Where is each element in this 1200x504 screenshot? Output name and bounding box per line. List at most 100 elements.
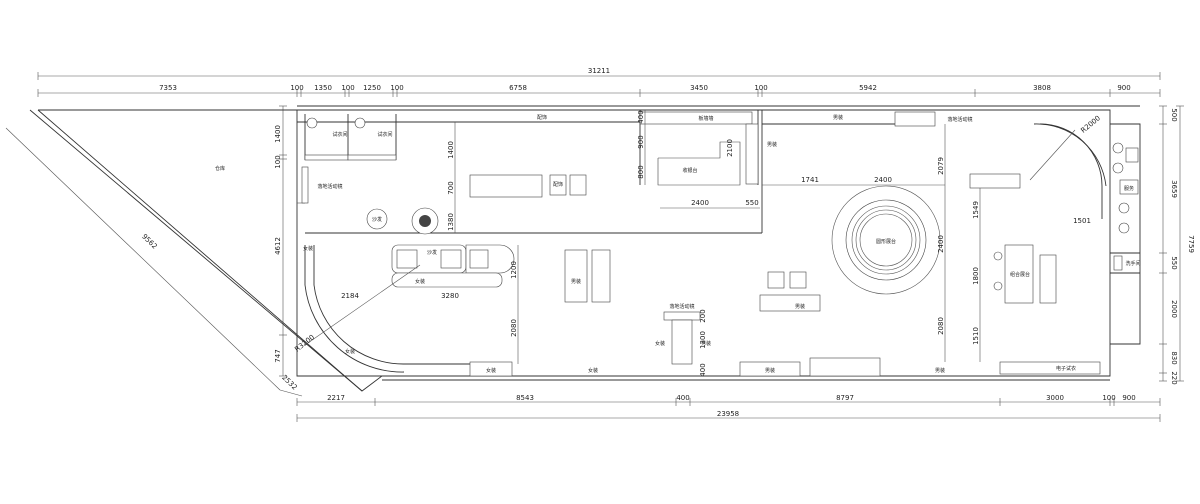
- interior-dimensions: 1400 700 1380 1200 2080 400 900 800 2100…: [293, 110, 1102, 377]
- display-table-2: [591, 249, 611, 303]
- toilet-icon: [1113, 255, 1123, 271]
- sofa-label: 沙发: [372, 216, 382, 223]
- left-dimension-segments: 1400 100 4612 747: [274, 105, 287, 377]
- bottom-dimension-total: 23958: [296, 410, 1161, 422]
- dim-top-0: 7353: [159, 84, 177, 92]
- dim-top-9: 5942: [859, 84, 877, 92]
- dim-int-2400b: 2400: [874, 176, 892, 184]
- accessory-table: [469, 174, 543, 198]
- dim-int-2080b: 2080: [937, 317, 945, 335]
- round-display: 圆形展台: [831, 185, 941, 295]
- dim-right-4: 830: [1170, 351, 1178, 364]
- fitting-room-1: 试衣间: [304, 117, 349, 161]
- dim-top-5: 100: [390, 84, 403, 92]
- top-dimension-segments: 7353 100 1350 100 1250 100 6758 3450 100…: [37, 84, 1161, 97]
- diagonal-dimensions: 9562 2532: [5, 127, 303, 397]
- dim-int-2184: 2184: [341, 292, 359, 300]
- menswear-label-e: 男装: [701, 340, 711, 347]
- dim-top-6: 6758: [509, 84, 527, 92]
- elec-cabinet: [999, 361, 1101, 375]
- dim-left-2: 4612: [274, 237, 282, 255]
- cashier-desk: 板墙墙 收银台: [639, 111, 753, 186]
- dim-left-3: 747: [274, 349, 282, 362]
- guide-line-2: [1029, 129, 1076, 181]
- menswear-table: [759, 294, 821, 312]
- dim-int-1200: 1200: [510, 261, 518, 279]
- accessory-stand-1: [549, 174, 567, 196]
- dim-top-7: 3450: [690, 84, 708, 92]
- sofa-chair-label: 沙发: [427, 249, 437, 256]
- dim-top-8: 100: [754, 84, 767, 92]
- combo-table: [1004, 244, 1034, 304]
- cabinet-bottom-2: [739, 361, 801, 377]
- dim-left-0: 1400: [274, 125, 282, 143]
- womenswear-label-f: 女装: [588, 367, 598, 374]
- fitting-room-2-label: 试衣间: [377, 131, 392, 138]
- mirror-center: 落地活动镜 女装 男装: [655, 303, 711, 365]
- menswear-label-d: 男装: [795, 303, 805, 310]
- lounge-label: 服务: [1124, 185, 1134, 192]
- dim-int-1501: 1501: [1073, 217, 1091, 225]
- dim-int-800: 800: [637, 165, 645, 178]
- combo-table-label: 组合展台: [1010, 271, 1030, 278]
- dim-right-total: 7759: [1187, 235, 1195, 253]
- fixture-circle-4: [1118, 222, 1130, 234]
- fitting-room-1-label: 试衣间: [332, 131, 347, 138]
- dim-int-2400a: 2400: [691, 199, 709, 207]
- mirror-left-label: 落地活动镜: [317, 183, 342, 190]
- stool-round-1: [993, 251, 1003, 261]
- top-dimension-total: 31211: [37, 67, 1161, 80]
- dim-int-400: 400: [637, 110, 645, 123]
- dim-int-2080a: 2080: [510, 319, 518, 337]
- dim-int-2100: 2100: [726, 139, 734, 157]
- dim-right-1: 3659: [1170, 180, 1178, 198]
- combo-side: [1039, 254, 1057, 304]
- dim-right-5: 220: [1170, 371, 1178, 384]
- dim-int-1549: 1549: [972, 201, 980, 219]
- dim-int-1510: 1510: [972, 327, 980, 345]
- dim-top-2: 1350: [314, 84, 332, 92]
- cabinet-bottom-1: [469, 361, 513, 377]
- dim-bottom-0: 2217: [327, 394, 345, 402]
- dim-int-1741: 1741: [801, 176, 819, 184]
- menswear-label-b: 男装: [833, 114, 843, 121]
- sofa-round-icon: [366, 208, 388, 230]
- lounge-box: [1119, 179, 1139, 195]
- warehouse-label: 仓库: [215, 165, 225, 172]
- dim-int-1300: 1300: [699, 331, 707, 349]
- mirror-right-label: 落地活动镜: [947, 116, 972, 123]
- dim-int-2400c: 2400: [937, 235, 945, 253]
- dim-int-1400: 1400: [447, 141, 455, 159]
- womenswear-label-a: 女装: [415, 278, 425, 285]
- dim-int-550: 550: [745, 199, 758, 207]
- menswear-label-c: 男装: [571, 278, 581, 285]
- elec-cabinet-label: 电子试衣: [1056, 365, 1076, 372]
- dim-top-4: 1250: [363, 84, 381, 92]
- mirror-center-label: 落地活动镜: [669, 303, 694, 310]
- menswear-label-g: 男装: [935, 367, 945, 374]
- menswear-label-f: 男装: [765, 367, 775, 374]
- womenswear-label-e: 女装: [486, 367, 496, 374]
- dim-top-3: 100: [341, 84, 354, 92]
- right-dimension-total: 7759: [1176, 105, 1195, 382]
- dim-bottom-total: 23958: [717, 410, 739, 418]
- display-table-1: [564, 249, 588, 303]
- womenswear-label-d: 女装: [655, 340, 665, 347]
- accessories-label: 配饰: [537, 114, 547, 121]
- dim-bottom-4: 3000: [1046, 394, 1064, 402]
- fitting-room-2-light-icon: [354, 117, 366, 129]
- dim-int-200: 200: [699, 309, 707, 322]
- stool-2: [789, 271, 807, 289]
- cabinet-strip: [745, 123, 759, 185]
- accessory-stand-label: 配饰: [553, 181, 563, 188]
- dim-bottom-3: 8797: [836, 394, 854, 402]
- dim-top-total: 31211: [588, 67, 610, 75]
- dim-diagonal-1: 2532: [280, 373, 298, 391]
- dim-left-1: 100: [274, 155, 282, 168]
- menswear-label-a: 男装: [767, 141, 777, 148]
- womenswear-label-b: 女装: [303, 245, 313, 252]
- dim-diagonal-0: 9562: [140, 232, 158, 250]
- dim-int-2079: 2079: [937, 157, 945, 175]
- cabinet-top: [894, 111, 936, 127]
